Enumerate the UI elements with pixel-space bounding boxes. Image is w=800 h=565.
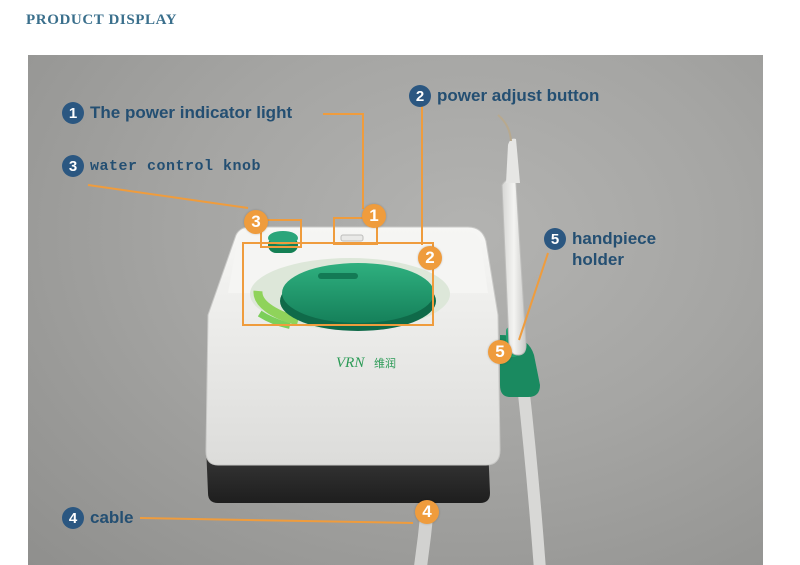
marker-1: 1 [362, 204, 386, 228]
svg-text:VRN: VRN [336, 355, 365, 371]
callout-power-indicator: 1 The power indicator light [62, 102, 292, 124]
callout-badge-4: 4 [62, 507, 84, 529]
marker-5: 5 [488, 340, 512, 364]
callout-handpiece-holder: 5 handpiece holder [544, 228, 656, 270]
callout-badge-5: 5 [544, 228, 566, 250]
callout-water-control: 3 water control knob [62, 155, 261, 177]
callout-badge-3: 3 [62, 155, 84, 177]
page-title: PRODUCT DISPLAY [26, 12, 178, 28]
svg-text:维润: 维润 [374, 356, 396, 370]
callout-badge-2: 2 [409, 85, 431, 107]
power-indicator-light [340, 234, 364, 242]
brand-logo: VRN 维润 [336, 355, 396, 371]
callout-label-5-line-2: holder [572, 250, 624, 269]
leader-box-3 [260, 219, 302, 248]
callout-label-3: water control knob [90, 157, 262, 175]
callout-label-4: cable [90, 508, 134, 527]
scaler-illustration: VRN 维润 [205, 114, 546, 565]
callout-power-adjust: 2 power adjust button [409, 85, 599, 107]
leader-lines [87, 106, 549, 524]
leader-line-4 [139, 517, 414, 524]
leader-box-2 [242, 242, 434, 326]
callout-label-5-line-1: handpiece [572, 229, 657, 248]
leader-line-5 [518, 252, 549, 341]
handpiece-tip [506, 138, 520, 183]
callout-label-1: The power indicator light [90, 103, 293, 122]
handpiece-cable [517, 379, 546, 565]
callout-cable: 4 cable [62, 507, 133, 529]
marker-3: 3 [244, 210, 268, 234]
callout-label-2: power adjust button [437, 86, 600, 105]
marker-2: 2 [418, 246, 442, 270]
leader-line-1 [323, 113, 364, 209]
leader-line-3 [87, 184, 249, 209]
callout-label-5: handpiece holder [572, 228, 656, 270]
dial-scale [253, 290, 300, 326]
marker-4: 4 [415, 500, 439, 524]
product-photo: VRN 维润 1 2 3 4 5 [28, 55, 763, 565]
callout-badge-1: 1 [62, 102, 84, 124]
